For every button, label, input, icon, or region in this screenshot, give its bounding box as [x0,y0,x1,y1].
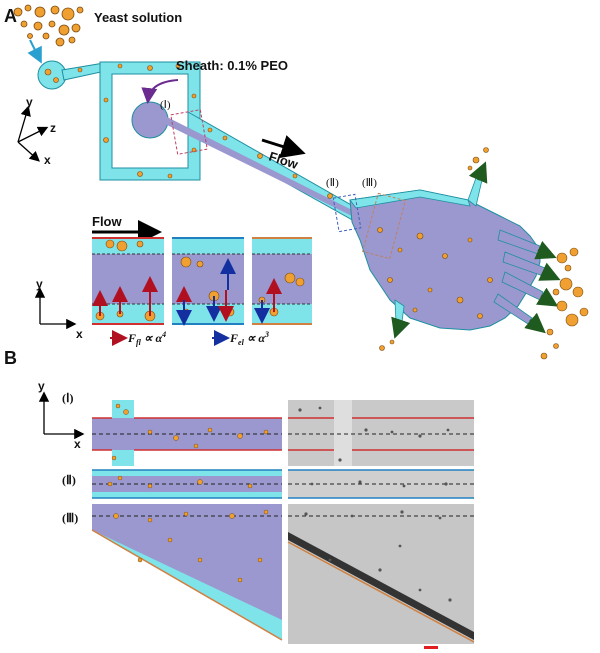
axis-y-2d-a: y [36,277,43,291]
region-1-label-a: (Ⅰ) [160,99,171,111]
region-3-label-b: (Ⅲ) [62,511,78,525]
sim-region-2 [92,469,282,499]
flow-arrow-main [261,135,306,159]
axes-2d-a [34,287,77,330]
legend-el-text: Fel∝ α3 [229,330,269,347]
micrograph-region-1 [288,400,474,466]
region-1-label-b: (Ⅰ) [62,391,74,405]
inset-section-1 [92,237,164,325]
sim-region-1 [92,400,282,466]
microfluidic-chip [37,60,546,331]
scale-bar [424,646,438,649]
axis-z-3d: z [50,121,56,135]
sim-region-3 [91,504,283,644]
inset-force-arrows [92,258,282,326]
region-3-label-a: (Ⅲ) [362,177,377,189]
region-2-label-b: (Ⅱ) [62,473,76,487]
yeast-droplets [13,4,84,47]
yeast-solution-label: Yeast solution [94,10,182,25]
micrograph-cells [298,406,452,602]
flow-label-inset: Flow [92,214,122,229]
chip-particles [44,63,493,319]
sheath-arrow [141,79,179,104]
sim-particles [107,403,269,583]
axes-3d [17,105,49,162]
panel-b-letter: B [4,348,17,368]
axes-2d-b [38,391,85,440]
yeast-inlet-arrow [27,39,42,64]
axis-y-2d-b: y [38,379,45,393]
micrograph-region-2 [288,469,474,499]
legend-fl-text: Ffl∝ α4 [127,330,166,347]
outlet-particles [379,147,589,360]
axis-y-3d: y [26,95,33,109]
axis-x-3d: x [44,153,51,167]
sheath-label: Sheath: 0.1% PEO [176,58,288,73]
micrograph-region-3 [287,504,475,644]
outlet-arrows [391,161,561,339]
axis-x-2d-b: x [74,437,81,451]
region-2-label-a: (Ⅱ) [326,177,339,189]
axis-x-2d-a: x [76,327,83,341]
